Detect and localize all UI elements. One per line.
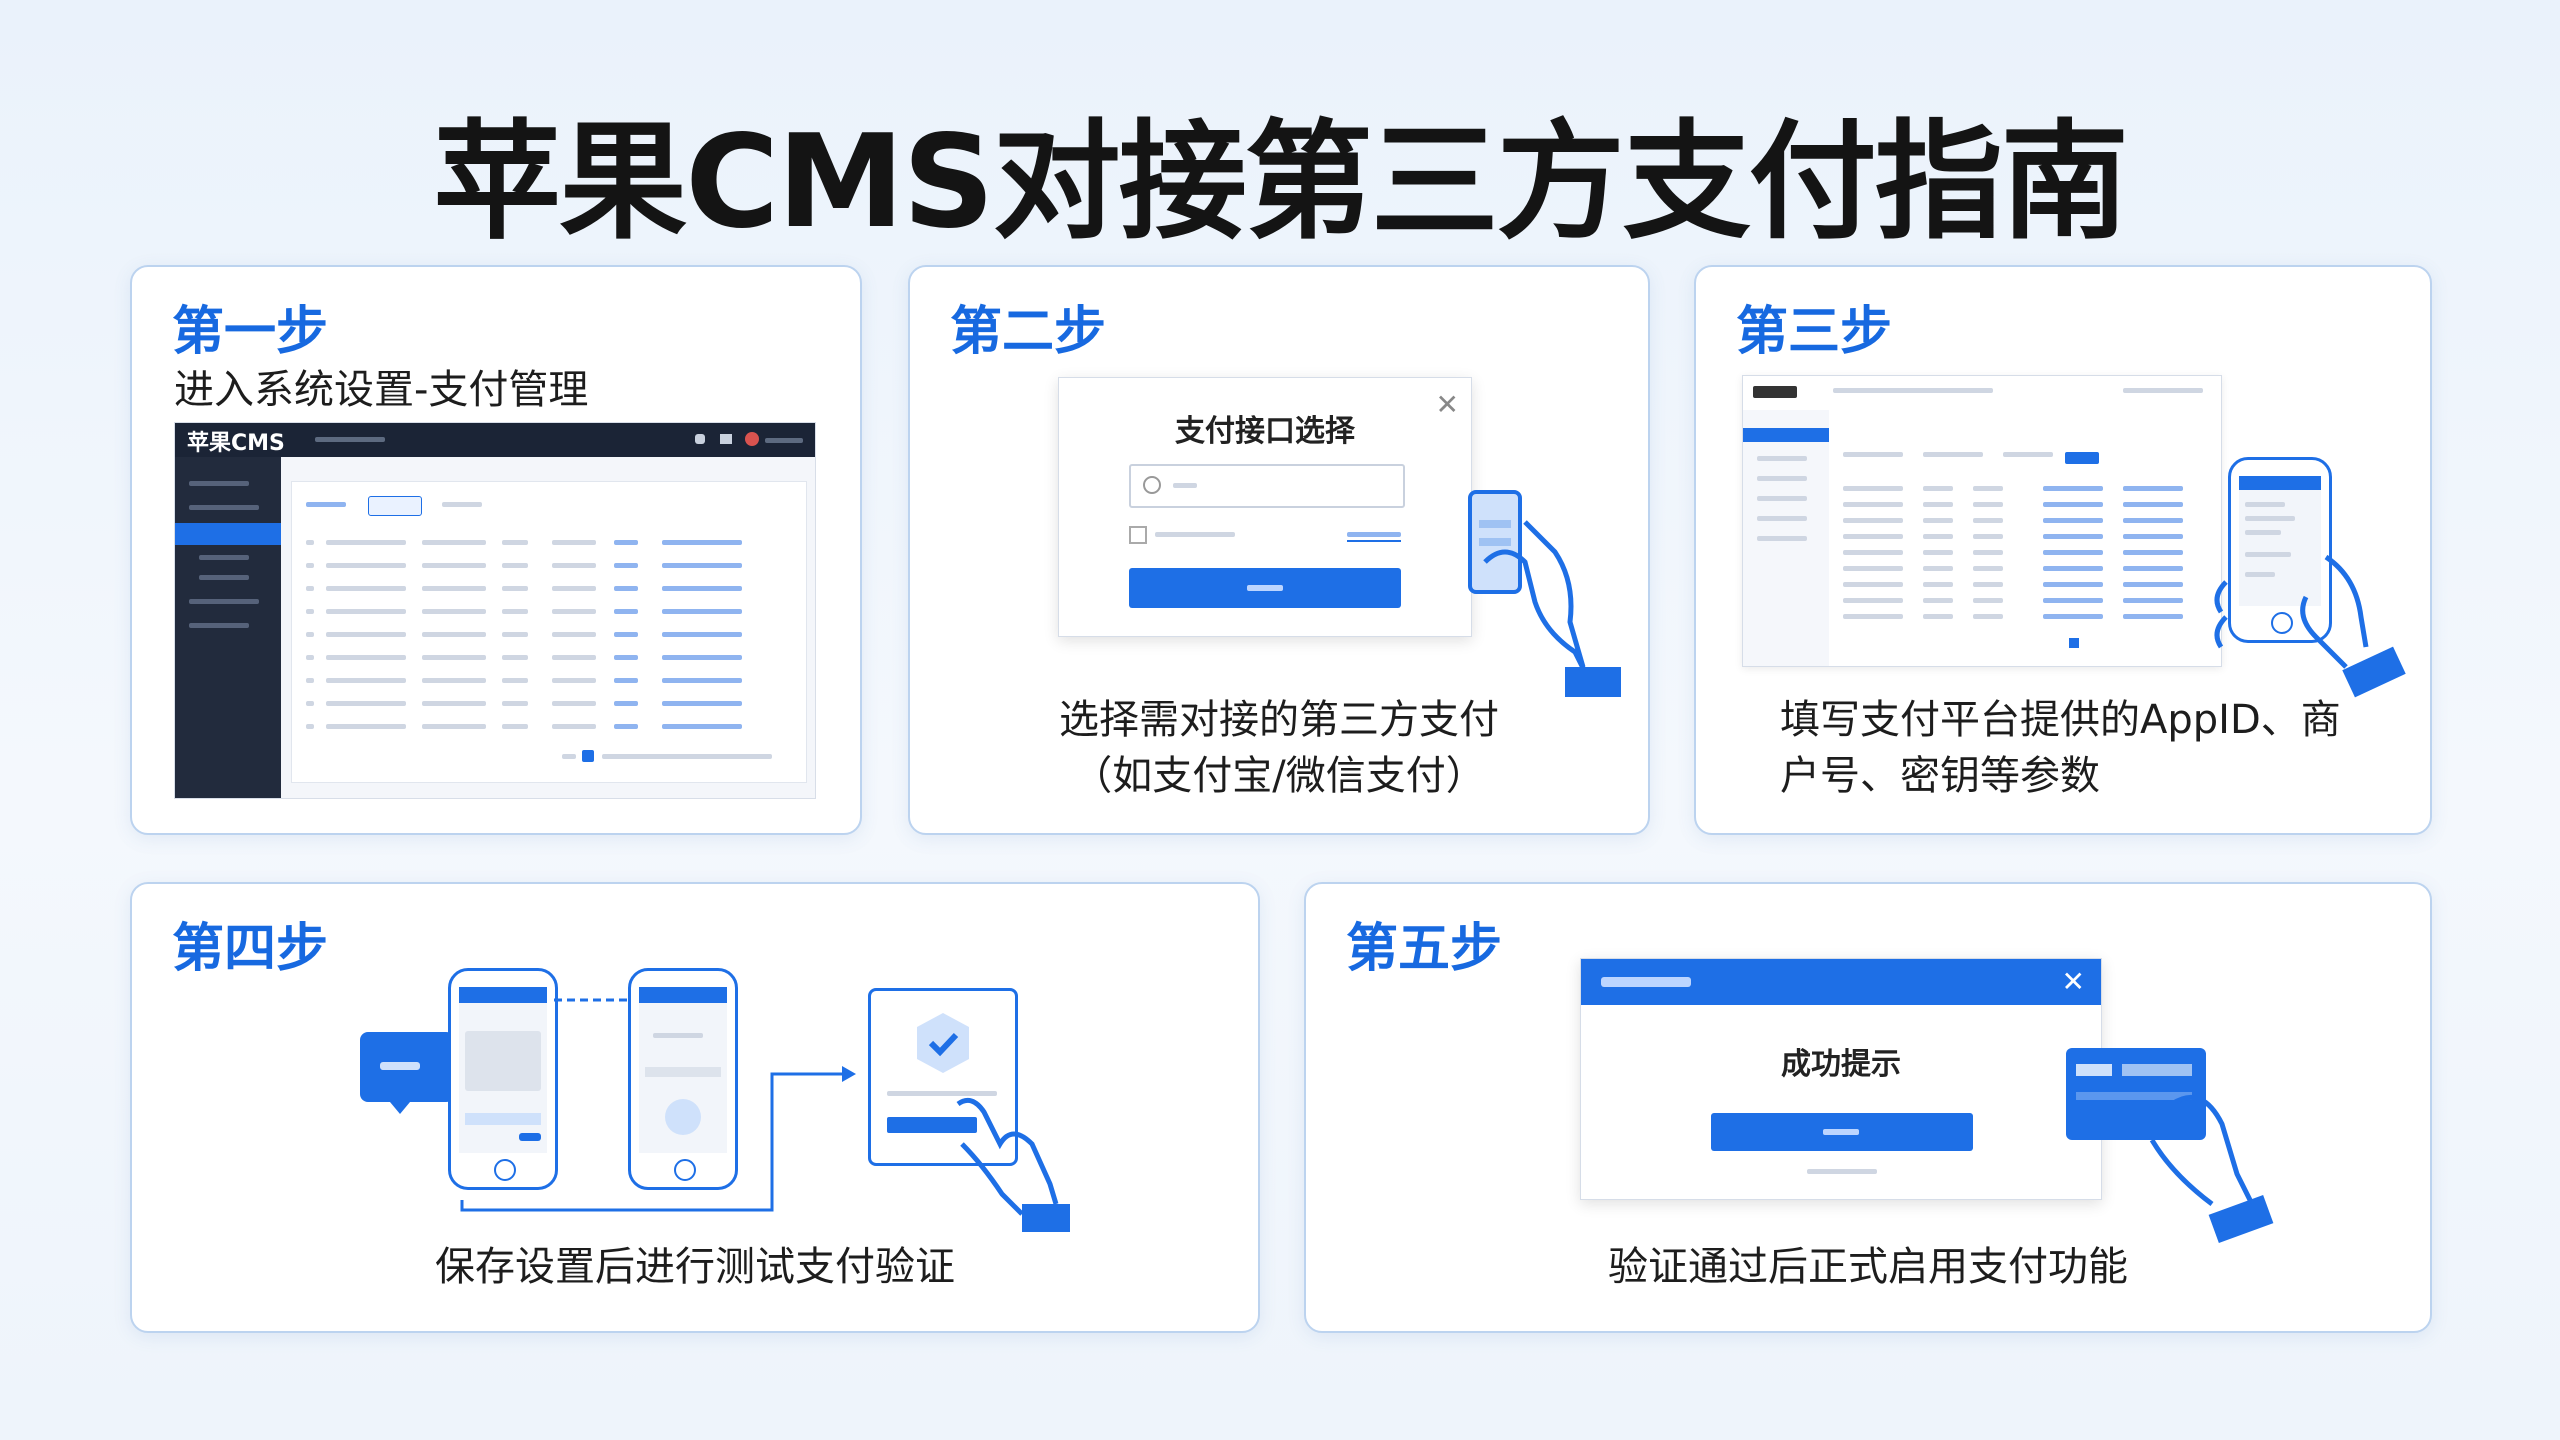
verify-check-panel [868,988,1018,1166]
dialog-header: ✕ [1581,959,2101,1005]
cms-table-panel [291,481,807,783]
step4-card: 第四步 [130,882,1260,1333]
mail-icon [720,434,732,444]
cms-sidebar [175,457,281,798]
phone-result-page [628,968,738,1190]
phone-icon [2228,457,2332,643]
bell-icon [695,434,705,444]
payment-select-dialog: 支付接口选择 ✕ [1058,377,1472,637]
step2-card: 第二步 支付接口选择 ✕ 选择需对接的第三方支付 （如支付宝/微信支付） [908,265,1650,835]
step1-label: 第一步 [172,302,329,362]
pagination [562,750,792,764]
cms-logo: 苹果CMS [187,431,285,456]
dialog-title: 支付接口选择 [1175,414,1355,449]
agree-checkbox[interactable] [1129,526,1147,544]
hand-card-icon [2066,1048,2274,1244]
search-icon [1143,476,1161,494]
step2-label: 第二步 [950,302,1107,362]
avatar [745,432,759,446]
phone-payment-page [448,968,558,1190]
step3-caption-line1: 填写支付平台提供的AppID、商 [1780,697,2341,743]
enable-button[interactable] [1711,1113,1973,1151]
step5-caption: 验证通过后正式启用支付功能 [1608,1244,2128,1290]
close-icon[interactable]: ✕ [1435,388,1459,421]
finger-tap-icon [956,1097,1070,1232]
link-text[interactable] [1347,528,1401,542]
step2-caption-line1: 选择需对接的第三方支付 [1059,697,1499,743]
params-form-screenshot [1742,375,2222,667]
step1-subtitle: 进入系统设置-支付管理 [174,367,589,413]
dialog-title: 成功提示 [1781,1047,1901,1082]
hand-card-icon [1468,490,1621,697]
tab-active [368,496,422,516]
sidebar-active-item [175,523,281,545]
flow-arrows [460,998,856,1212]
search-input[interactable] [1129,464,1405,508]
page-title: 苹果CMS对接第三方支付指南 [433,108,2129,257]
close-icon[interactable]: ✕ [2061,965,2085,998]
chat-bubble-icon [360,1032,454,1114]
step2-caption: 选择需对接的第三方支付 （如支付宝/微信支付） [910,692,1648,804]
success-dialog: ✕ 成功提示 [1580,958,2102,1200]
step4-label: 第四步 [172,919,329,979]
cms-admin-screenshot: 苹果CMS [174,422,816,799]
step3-caption: 填写支付平台提供的AppID、商 户号、密钥等参数 [1780,692,2380,804]
hand-tap-icon [2214,554,2406,698]
step2-caption-line2: （如支付宝/微信支付） [1072,753,1486,799]
step4-caption: 保存设置后进行测试支付验证 [435,1244,955,1290]
step1-card: 第一步 进入系统设置-支付管理 苹果CMS [130,265,862,835]
confirm-button[interactable] [1129,568,1401,608]
step5-label: 第五步 [1346,919,1503,979]
step5-card: 第五步 ✕ 成功提示 验证通过后正式启用支付功能 [1304,882,2432,1333]
step3-card: 第三步 填写支付平台提供的App [1694,265,2432,835]
step3-caption-line2: 户号、密钥等参数 [1780,753,2100,799]
cms-topbar: 苹果CMS [175,423,815,457]
shield-check-icon [917,1013,969,1073]
step3-label: 第三步 [1736,302,1893,362]
